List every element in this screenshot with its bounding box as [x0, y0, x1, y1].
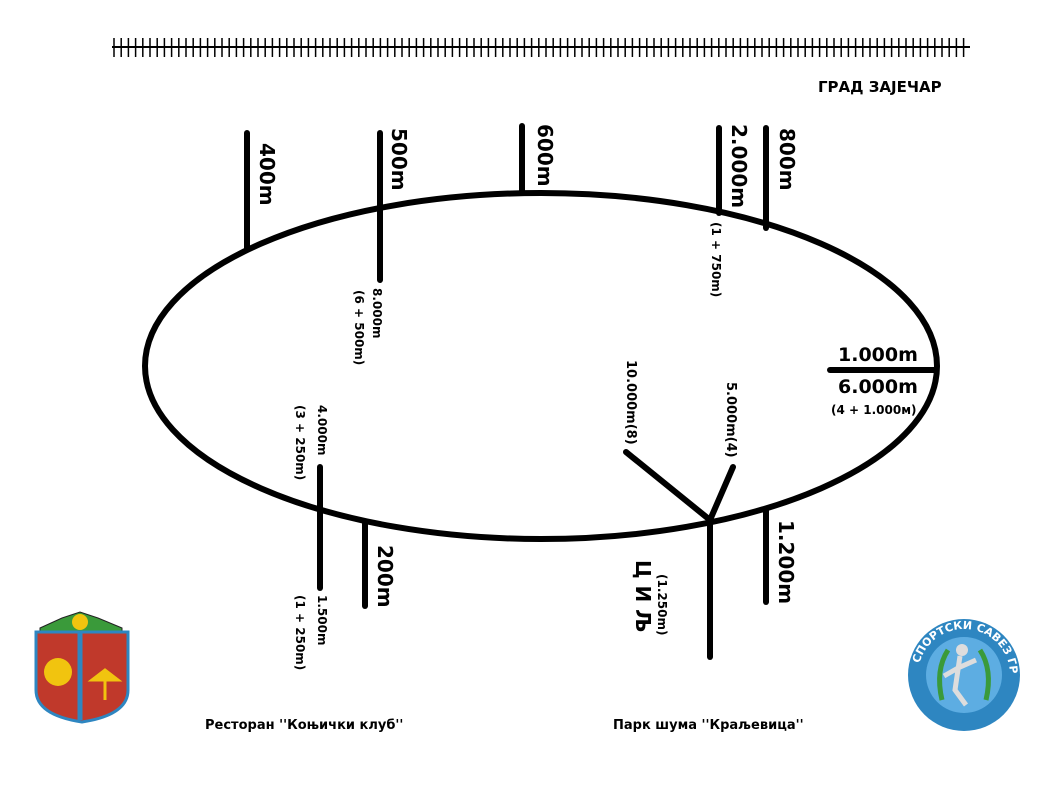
label-1200m: 1.200m — [774, 520, 798, 604]
label-6000m-note: (4 + 1.000м) — [831, 403, 917, 417]
label-4000m: 4.000m — [315, 405, 329, 455]
label-restaurant: Ресторан ''Коњички клуб'' — [205, 718, 403, 733]
track-loop — [142, 190, 940, 542]
label-400m: 400m — [255, 143, 279, 206]
label-600m: 600m — [533, 124, 557, 187]
label-2000m-note: (1 + 750m) — [709, 222, 723, 297]
label-8000m: 8.000m — [370, 288, 384, 338]
label-4000m-note: (3 + 250m) — [293, 405, 307, 480]
railway — [112, 38, 970, 57]
marker-10000-line — [623, 449, 713, 523]
label-10000m: 10.000m(8) — [623, 360, 638, 445]
label-start-note: (1.250m) — [655, 574, 669, 635]
label-2000m: 2.000m — [727, 124, 751, 208]
label-start-finish: Ц И Љ — [631, 560, 655, 632]
label-1500m: 1.500m — [315, 595, 329, 645]
marker-5000-line — [707, 464, 736, 523]
label-1000m: 1.000m — [838, 344, 918, 366]
label-500m: 500m — [387, 128, 411, 191]
label-5000m: 5.000m(4) — [723, 382, 738, 458]
city-coat-of-arms-icon — [34, 611, 130, 724]
label-200m: 200m — [373, 545, 397, 608]
label-park: Парк шума ''Краљевица'' — [613, 718, 804, 733]
label-1500m-note: (1 + 250m) — [293, 595, 307, 670]
city-title: ГРАД ЗАЈЕЧАР — [818, 78, 942, 96]
label-6000m: 6.000m — [838, 376, 918, 398]
label-8000m-note: (6 + 500m) — [352, 290, 366, 365]
label-800m: 800m — [775, 128, 799, 191]
